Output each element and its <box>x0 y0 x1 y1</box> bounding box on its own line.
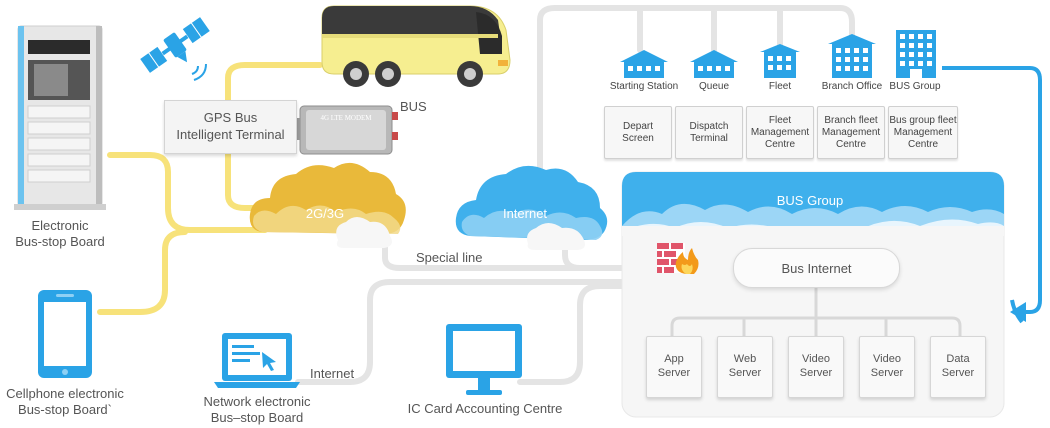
card-fleet-management: Fleet Management Centre <box>746 106 814 159</box>
satellite-icon <box>138 15 212 75</box>
internet-line-label: Internet <box>310 366 355 381</box>
ic-card-label: IC Card Accounting Centre <box>407 401 563 416</box>
building-label-queue: Queue <box>698 81 730 92</box>
link-top-loop <box>537 5 855 203</box>
link-network-board <box>295 279 738 385</box>
bus-label: BUS <box>400 99 427 114</box>
blue-arrow <box>942 66 1042 324</box>
server-data: Data Server <box>930 336 986 398</box>
server-video-1: Video Server <box>788 336 844 398</box>
link-board-to-cloud <box>107 152 268 233</box>
gray-links <box>295 5 855 385</box>
server-app: App Server <box>646 336 702 398</box>
card-dispatch-terminal: Dispatch Terminal <box>675 106 743 159</box>
gps-terminal: GPS Bus Intelligent Terminal <box>164 100 297 154</box>
monitor-icon <box>446 324 522 395</box>
building-label-fleet: Fleet <box>768 81 792 92</box>
cloud-internet-label: Internet <box>502 206 548 221</box>
yellow-links <box>97 62 323 315</box>
bus-internet-node: Bus Internet <box>733 248 900 288</box>
building-label-bus-group: BUS Group <box>889 81 941 92</box>
bus-group-header: BUS Group <box>776 193 844 208</box>
link-gps-to-bus <box>225 62 323 103</box>
cellphone-board-label: Cellphone electronic Bus-stop Board` <box>6 386 124 418</box>
building-starting-station-icon <box>620 50 668 78</box>
cloud-2g3g-shape <box>249 162 406 248</box>
server-web: Web Server <box>717 336 773 398</box>
electronic-board-icon <box>14 25 106 210</box>
card-depart-screen: Depart Screen <box>604 106 672 159</box>
link-phone-to-cloud <box>97 229 188 315</box>
building-bus-group-icon <box>896 30 936 78</box>
special-line-label: Special line <box>416 250 483 265</box>
building-queue-icon <box>690 50 738 78</box>
building-fleet-icon <box>760 44 800 78</box>
link-gps-to-cloud <box>225 149 273 211</box>
signal-waves-icon <box>191 63 207 81</box>
building-label-starting-station: Starting Station <box>609 81 679 92</box>
link-internet-cloud <box>562 232 583 271</box>
firewall-icon <box>657 243 699 274</box>
cloud-internet-shape <box>455 165 608 250</box>
building-branch-office-icon <box>828 34 876 78</box>
server-links <box>670 286 962 336</box>
building-label-branch-office: Branch Office <box>821 81 883 92</box>
link-special-line <box>382 237 738 271</box>
card-branch-fleet-management: Branch fleet Management Centre <box>817 106 885 159</box>
network-board-label: Network electronic Bus–stop Board <box>203 394 311 426</box>
cloud-2g3g-label: 2G/3G <box>305 206 345 221</box>
laptop-icon <box>214 333 300 388</box>
modem-label: 4G LTE MODEM <box>320 114 372 122</box>
link-ic-card <box>517 283 738 385</box>
electronic-board-label: Electronic Bus-stop Board <box>15 218 105 250</box>
bus-icon <box>321 5 511 87</box>
building-icons <box>620 30 936 78</box>
cellphone-icon <box>38 290 92 378</box>
server-video-2: Video Server <box>859 336 915 398</box>
modem-icon <box>294 105 398 155</box>
card-bus-group-fleet-management: Bus group fleet Management Centre <box>888 106 958 159</box>
